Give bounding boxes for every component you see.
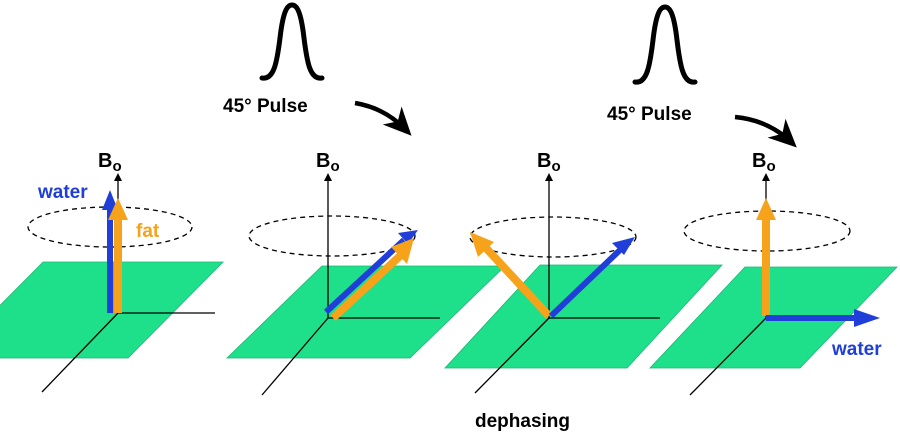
water-vector bbox=[548, 247, 623, 319]
precession-ellipse bbox=[469, 216, 637, 258]
dephasing-caption: dephasing bbox=[475, 411, 570, 432]
b0-label: Bo bbox=[537, 150, 561, 175]
curved-arrow-icon bbox=[354, 100, 412, 136]
b0-label: Bo bbox=[98, 150, 122, 175]
panel-1: Bo water fat bbox=[0, 150, 224, 393]
fat-vector-head bbox=[108, 198, 128, 220]
fat-label: fat bbox=[136, 221, 160, 242]
rf-pulse-1: 45° Pulse bbox=[223, 2, 412, 136]
curved-arrow-icon bbox=[734, 114, 797, 148]
fat-vector-head bbox=[756, 198, 776, 220]
y-axis bbox=[261, 317, 329, 396]
pulse-waveform-icon bbox=[259, 2, 325, 81]
water-vector-head bbox=[102, 190, 118, 210]
fat-vector-head bbox=[470, 232, 494, 257]
transverse-plane bbox=[444, 264, 723, 369]
transverse-plane bbox=[226, 265, 506, 359]
precession-ellipse bbox=[248, 215, 416, 257]
water-label: water bbox=[831, 339, 882, 360]
rf-pulse-2: 45° Pulse bbox=[607, 4, 797, 148]
water-vector-head bbox=[854, 309, 880, 327]
b0-label: Bo bbox=[752, 150, 776, 175]
panel-4: Bo water bbox=[649, 150, 898, 396]
water-vector-head bbox=[398, 230, 418, 244]
y-axis bbox=[689, 317, 767, 396]
water-vector-head bbox=[612, 237, 635, 255]
pulse-label: 45° Pulse bbox=[223, 96, 308, 117]
y-axis bbox=[41, 312, 119, 393]
fat-vector bbox=[483, 245, 552, 319]
panel-3: Bo dephasing bbox=[444, 150, 723, 432]
water-label: water bbox=[37, 182, 88, 203]
fat-vector bbox=[330, 253, 403, 321]
pulse-label: 45° Pulse bbox=[607, 104, 692, 125]
fat-vector-head bbox=[391, 238, 414, 264]
pulse-waveform-icon bbox=[632, 4, 698, 85]
panel-2: Bo bbox=[226, 150, 506, 396]
b0-label: Bo bbox=[316, 150, 340, 175]
water-vector bbox=[323, 237, 407, 315]
y-axis bbox=[474, 317, 550, 394]
